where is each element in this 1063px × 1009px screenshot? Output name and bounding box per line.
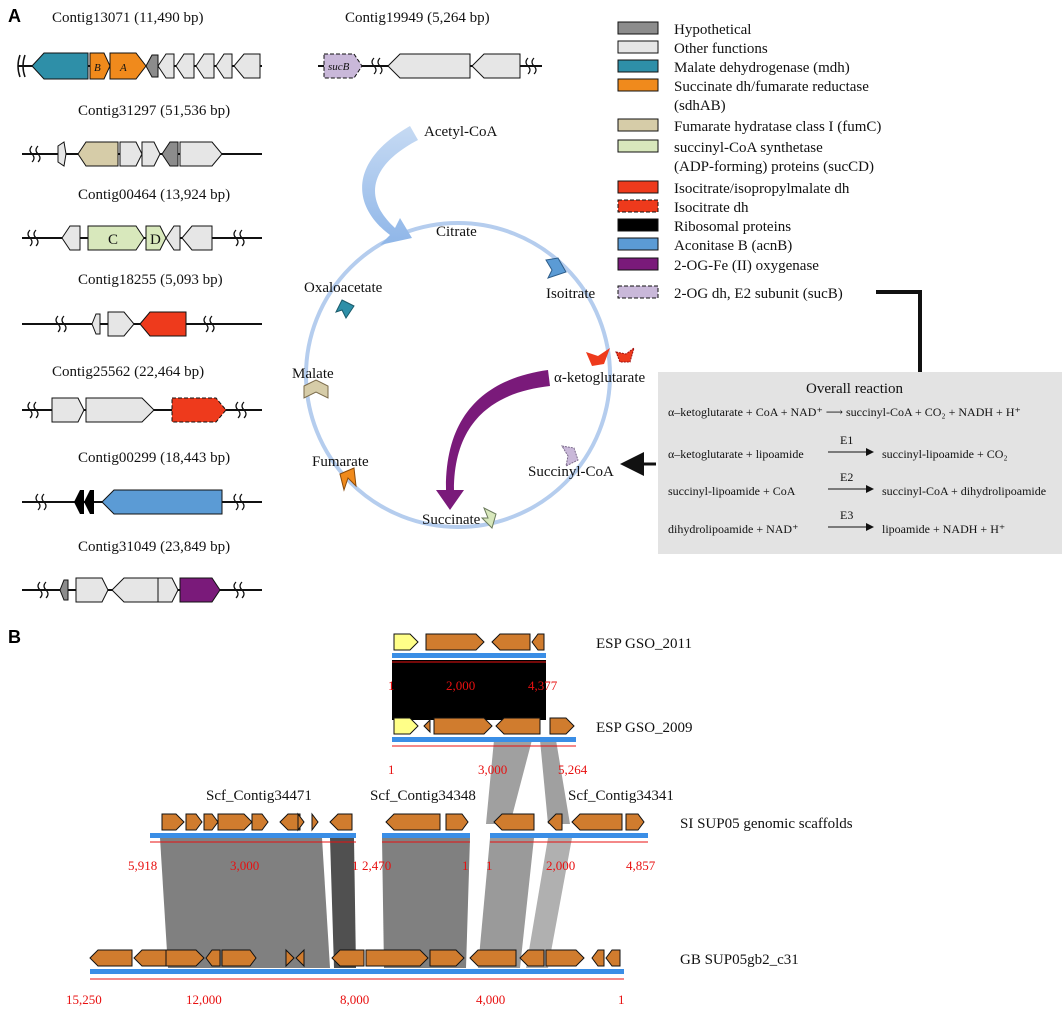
metabolite-fumarate: Fumarate <box>312 454 369 470</box>
panel-b-label: B <box>8 627 21 647</box>
legend-succd: succinyl-CoA synthetase <box>674 140 823 156</box>
contig-31049: Contig31049 (23,849 bp) <box>22 539 262 603</box>
gene-label-d: D <box>150 232 161 248</box>
tca-cycle: Acetyl-CoA Citrate Isoitrate α-ketogluta… <box>292 124 656 529</box>
scaffold-34348: Scf_Contig34348 <box>370 788 476 804</box>
legend: Hypothetical Other functions Malate dehy… <box>617 21 881 302</box>
contig-18255: Contig18255 (5,093 bp) <box>22 272 262 337</box>
reaction-step-3-right: lipoamide + NADH + H⁺ <box>882 522 1005 536</box>
gene-sdhB <box>89 52 111 80</box>
track-gb-sup05: GB SUP05gb2_c31 15,250 12,000 8,000 4,00… <box>66 948 799 1007</box>
contig-00299: Contig00299 (18,443 bp) <box>22 450 262 515</box>
enzyme-e1: E1 <box>840 433 853 447</box>
legend-hypothetical: Hypothetical <box>674 22 751 38</box>
tick-34471-2: 1 <box>352 858 359 873</box>
tick-34471-1: 3,000 <box>230 858 259 873</box>
track-si-sup05: SI SUP05 genomic scaffolds Scf_Contig344… <box>128 788 853 873</box>
reaction-step-1-right: succinyl-lipoamide + CO₂ <box>882 447 1008 461</box>
tick-gb-3: 4,000 <box>476 992 505 1007</box>
metabolite-succinyl-coa: Succinyl-CoA <box>528 464 614 480</box>
contig-title: Contig00299 (18,443 bp) <box>78 450 230 466</box>
metabolite-citrate: Citrate <box>436 224 477 240</box>
legend-oxygenase: 2-OG-Fe (II) oxygenase <box>674 258 819 274</box>
gene-sdhA <box>109 52 147 80</box>
legend-sdh: Succinate dh/fumarate reductase <box>674 79 869 95</box>
gene-label-b: B <box>94 62 101 74</box>
reaction-step-2-right: succinyl-CoA + dihydrolipoamide <box>882 484 1046 498</box>
contig-title: Contig25562 (22,464 bp) <box>52 364 204 380</box>
track-gso2009: ESP GSO_2009 1 3,000 5,264 <box>388 717 693 777</box>
legend-icd-dashed: Isocitrate dh <box>674 200 749 216</box>
track-name-gso2011: ESP GSO_2011 <box>596 636 692 652</box>
metabolite-acetyl-coa: Acetyl-CoA <box>424 124 497 140</box>
reaction-step-1-left: α–ketoglutarate + lipoamide <box>668 447 804 461</box>
gene-label-c: C <box>108 232 118 248</box>
tick-gso2009-2: 5,264 <box>558 762 588 777</box>
reaction-box: Overall reaction α–ketoglutarate + CoA +… <box>658 372 1062 554</box>
contig-31297: Contig31297 (51,536 bp) <box>22 103 262 167</box>
track-gso2011: ESP GSO_2011 1 2,000 4,377 <box>388 633 692 693</box>
tick-34471-0: 5,918 <box>128 858 157 873</box>
contig-title: Contig19949 (5,264 bp) <box>345 10 490 26</box>
gene-label-sucb: sucB <box>328 61 350 73</box>
contig-25562: Contig25562 (22,464 bp) <box>22 364 262 423</box>
contig-title: Contig13071 (11,490 bp) <box>52 10 204 26</box>
metabolite-akg: α-ketoglutarate <box>554 370 645 386</box>
legend-ribosomal: Ribosomal proteins <box>674 219 791 235</box>
tick-34341-1: 2,000 <box>546 858 575 873</box>
tick-34341-0: 1 <box>486 858 493 873</box>
tick-gb-1: 12,000 <box>186 992 222 1007</box>
contig-title: Contig31297 (51,536 bp) <box>78 103 230 119</box>
legend-succd-2: (ADP-forming) proteins (sucCD) <box>674 159 874 175</box>
legend-other: Other functions <box>674 41 768 57</box>
connector-line <box>876 290 922 372</box>
tick-gb-4: 1 <box>618 992 625 1007</box>
contig-title: Contig00464 (13,924 bp) <box>78 187 230 203</box>
reaction-step-2-left: succinyl-lipoamide + CoA <box>668 484 796 498</box>
tick-34348-1: 1 <box>462 858 469 873</box>
tick-gb-0: 15,250 <box>66 992 102 1007</box>
tick-gso2011-2: 4,377 <box>528 678 558 693</box>
contig-title: Contig18255 (5,093 bp) <box>78 272 223 288</box>
contig-title: Contig31049 (23,849 bp) <box>78 539 230 555</box>
track-name-gso2009: ESP GSO_2009 <box>596 720 693 736</box>
tick-34341-2: 4,857 <box>626 858 656 873</box>
metabolite-isocitrate: Isoitrate <box>546 286 595 302</box>
tick-gso2009-1: 3,000 <box>478 762 507 777</box>
scaffold-34471: Scf_Contig34471 <box>206 788 312 804</box>
gene-sucB <box>323 53 363 79</box>
metabolite-oxaloacetate: Oxaloacetate <box>304 280 383 296</box>
contig-19949: Contig19949 (5,264 bp) sucB <box>318 10 542 79</box>
legend-sucb: 2-OG dh, E2 subunit (sucB) <box>674 286 843 302</box>
gene-mdh <box>31 52 89 80</box>
tick-gso2011-0: 1 <box>388 678 395 693</box>
legend-acnb: Aconitase B (acnB) <box>674 238 792 254</box>
legend-sdh-2: (sdhAB) <box>674 98 726 114</box>
tick-gso2009-0: 1 <box>388 762 395 777</box>
track-name-gb-sup05: GB SUP05gb2_c31 <box>680 952 799 968</box>
metabolite-malate: Malate <box>292 366 334 382</box>
tick-gso2011-1: 2,000 <box>446 678 475 693</box>
contig-00464: Contig00464 (13,924 bp) C D <box>22 187 262 251</box>
enzyme-e2: E2 <box>840 470 853 484</box>
tick-34348-0: 2,470 <box>362 858 391 873</box>
metabolite-succinate: Succinate <box>422 512 481 528</box>
legend-mdh: Malate dehydrogenase (mdh) <box>674 60 850 76</box>
scaffold-34341: Scf_Contig34341 <box>568 788 674 804</box>
panel-a-label: A <box>8 6 21 26</box>
legend-icd: Isocitrate/isopropylmalate dh <box>674 181 850 197</box>
similarity-links <box>160 660 572 968</box>
legend-fumc: Fumarate hydratase class I (fumC) <box>674 119 881 135</box>
enzyme-e3: E3 <box>840 508 853 522</box>
reaction-overall: α–ketoglutarate + CoA + NAD⁺ ⟶ succinyl-… <box>668 405 1021 419</box>
gene-label-a: A <box>119 62 127 74</box>
reaction-title: Overall reaction <box>806 381 904 397</box>
reaction-step-3-left: dihydrolipoamide + NAD⁺ <box>668 522 798 536</box>
contig-13071: Contig13071 (11,490 bp) B A <box>17 10 262 80</box>
tick-gb-2: 8,000 <box>340 992 369 1007</box>
track-name-si-sup05: SI SUP05 genomic scaffolds <box>680 816 853 832</box>
